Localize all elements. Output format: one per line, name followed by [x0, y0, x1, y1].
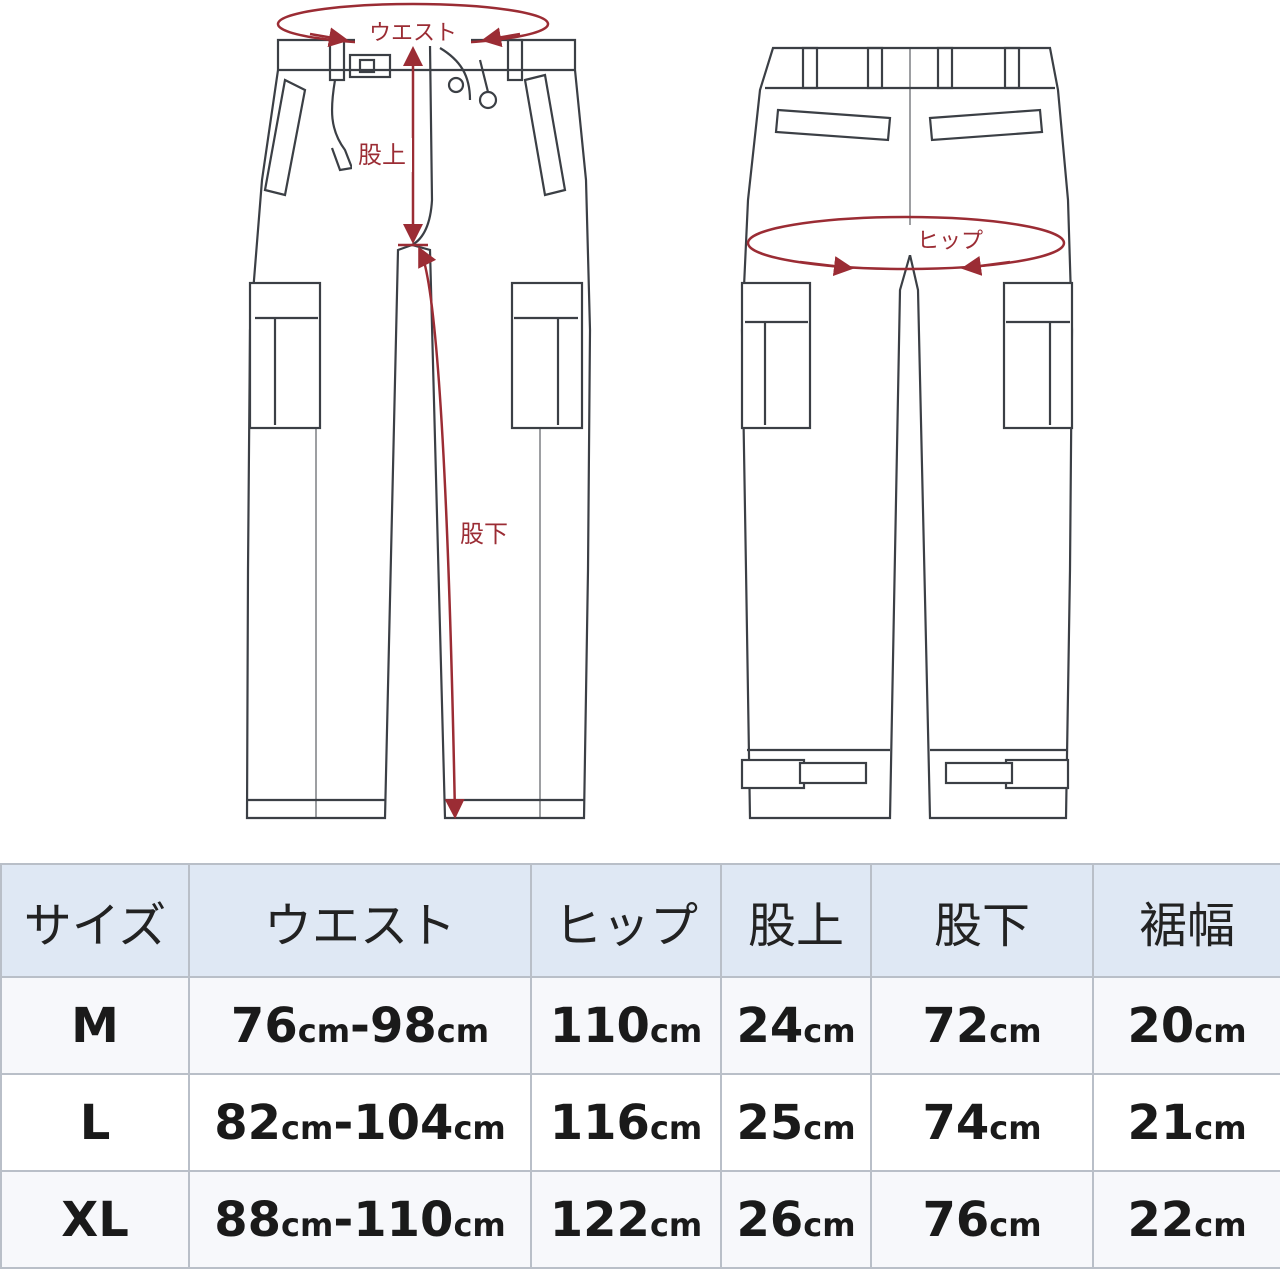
- cell-size: XL: [0, 1170, 190, 1269]
- cell-rise: 26cm: [720, 1170, 872, 1269]
- front-button: [447, 76, 465, 94]
- cell-size: M: [0, 976, 190, 1075]
- front-pocket-left: [263, 78, 307, 197]
- header-size: サイズ: [0, 863, 190, 978]
- front-view: [245, 38, 592, 820]
- cargo-pocket-left: [248, 281, 322, 430]
- table-header-row: サイズ ウエスト ヒップ 股上 股下 裾幅: [0, 863, 1280, 978]
- cell-waist: 88cm-110cm: [188, 1170, 532, 1269]
- header-rise: 股上: [720, 863, 872, 978]
- belt-loop: [936, 46, 954, 90]
- cell-hip: 122cm: [530, 1170, 722, 1269]
- belt-buckle: [348, 53, 392, 79]
- back-outline: [740, 46, 1074, 820]
- waist-arrow-right: [481, 27, 521, 48]
- back-cargo-pocket-right: [1002, 281, 1074, 430]
- size-table: サイズ ウエスト ヒップ 股上 股下 裾幅 M 76cm-98cm 110cm …: [0, 863, 1280, 1269]
- waist-arrow-left: [309, 27, 349, 48]
- hem-tab-left: [798, 761, 868, 785]
- cell-inseam: 74cm: [870, 1073, 1094, 1172]
- label-waist: ウエスト: [369, 21, 457, 46]
- cell-hem: 20cm: [1092, 976, 1280, 1075]
- cell-rise: 25cm: [720, 1073, 872, 1172]
- table-row: L 82cm-104cm 116cm 25cm 74cm 21cm: [0, 1073, 1280, 1172]
- back-cargo-pocket-left: [740, 281, 812, 430]
- front-pocket-right: [523, 73, 567, 197]
- back-pocket-right: [928, 108, 1044, 142]
- cell-waist: 76cm-98cm: [188, 976, 532, 1075]
- cell-rise: 24cm: [720, 976, 872, 1075]
- belt-loop: [866, 46, 884, 90]
- header-inseam: 股下: [870, 863, 1094, 978]
- table-row: XL 88cm-110cm 122cm 26cm 76cm 22cm: [0, 1170, 1280, 1269]
- pants-diagram: ウエスト 股上 股下 ヒップ: [245, 2, 1074, 820]
- cell-hem: 21cm: [1092, 1073, 1280, 1172]
- belt-tab: [330, 79, 354, 172]
- header-hip: ヒップ: [530, 863, 722, 978]
- hem-strap-right: [1004, 758, 1070, 790]
- hip-arrow-right: [961, 255, 1011, 276]
- cell-hem: 22cm: [1092, 1170, 1280, 1269]
- back-pocket-left: [774, 108, 892, 142]
- cargo-pocket-right: [510, 281, 584, 430]
- label-rise: 股上: [358, 141, 406, 169]
- belt-loop: [801, 46, 819, 90]
- cell-inseam: 72cm: [870, 976, 1094, 1075]
- label-hip: ヒップ: [917, 229, 983, 254]
- label-inseam: 股下: [460, 520, 508, 548]
- cell-waist: 82cm-104cm: [188, 1073, 532, 1172]
- cell-size: L: [0, 1073, 190, 1172]
- hip-arrow-left: [799, 256, 854, 277]
- cell-hip: 110cm: [530, 976, 722, 1075]
- hip-ellipse: [746, 215, 1066, 271]
- hem-strap-left: [740, 758, 806, 790]
- hem-tab-right: [944, 761, 1014, 785]
- header-hem: 裾幅: [1092, 863, 1280, 978]
- belt-loop: [506, 38, 524, 82]
- belt-loop: [1003, 46, 1021, 90]
- back-annotations: [746, 215, 1066, 277]
- back-view: [740, 46, 1074, 820]
- cell-inseam: 76cm: [870, 1170, 1094, 1269]
- cell-hip: 116cm: [530, 1073, 722, 1172]
- inseam-arrow: [418, 246, 465, 819]
- header-waist: ウエスト: [188, 863, 532, 978]
- table-row: M 76cm-98cm 110cm 24cm 72cm 20cm: [0, 976, 1280, 1075]
